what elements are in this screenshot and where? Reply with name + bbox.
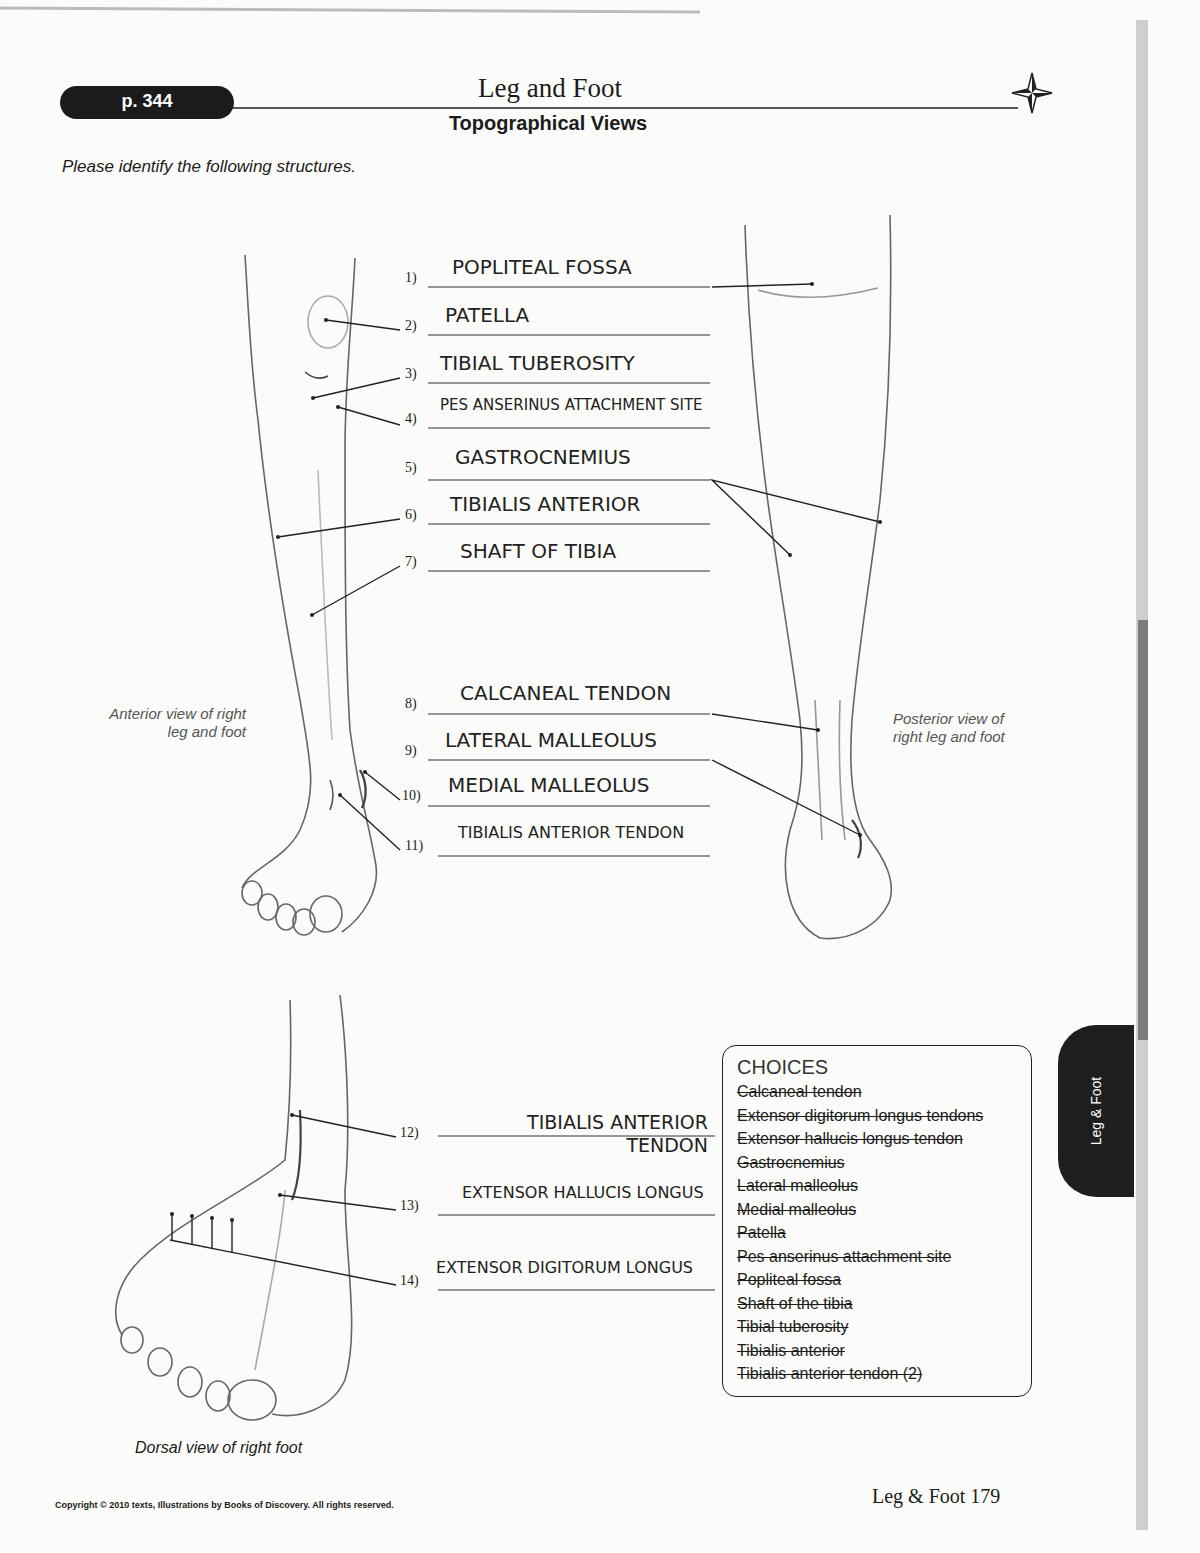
callout-number: 13) <box>400 1198 419 1215</box>
choice-item: Extensor digitorum longus tendons <box>737 1104 1017 1128</box>
answer-text: PATELLA <box>445 303 529 327</box>
answer-text: POPLITEAL FOSSA <box>452 255 632 279</box>
choice-item: Gastrocnemius <box>737 1151 1017 1175</box>
answer-text: TIBIALIS ANTERIOR <box>450 492 640 516</box>
page-number: p. 344 <box>60 91 234 112</box>
compass-symbol <box>1012 73 1052 113</box>
callout-number: 1) <box>405 270 417 287</box>
tab-label: Leg & Foot <box>1088 1077 1104 1146</box>
callout-number: 5) <box>405 460 417 477</box>
callout-number: 2) <box>405 318 417 335</box>
instruction-text: Please identify the following structures… <box>62 157 356 177</box>
choice-item: Extensor hallucis longus tendon <box>737 1127 1017 1151</box>
callout-number: 3) <box>405 366 417 383</box>
answer-text: MEDIAL MALLEOLUS <box>448 773 649 797</box>
choice-item: Tibialis anterior <box>737 1339 1017 1363</box>
anterior-leg-drawing <box>242 255 376 935</box>
choice-item: Pes anserinus attachment site <box>737 1245 1017 1269</box>
callout-number: 8) <box>405 696 417 713</box>
answer-text: TIBIALIS ANTERIOR TENDON <box>468 1111 708 1157</box>
answer-text: EXTENSOR HALLUCIS LONGUS <box>462 1183 704 1202</box>
page-title: Leg and Foot <box>300 72 800 104</box>
dorsal-foot-drawing <box>116 995 352 1420</box>
view-caption: Anterior view of right leg and foot <box>100 705 246 741</box>
choice-item: Patella <box>737 1221 1017 1245</box>
view-caption: Dorsal view of right foot <box>135 1438 302 1457</box>
answer-text: LATERAL MALLEOLUS <box>445 728 657 752</box>
section-tab: Leg & Foot <box>1058 1025 1134 1197</box>
callout-number: 9) <box>405 743 417 760</box>
callout-number: 10) <box>402 788 421 805</box>
answer-text: GASTROCNEMIUS <box>455 445 631 469</box>
callout-number: 14) <box>400 1273 419 1290</box>
callout-number: 12) <box>400 1125 419 1142</box>
copyright-note: Copyright © 2010 texts, Illustrations by… <box>55 1500 394 1511</box>
choices-heading: CHOICES <box>737 1054 1017 1080</box>
answer-text: TIBIAL TUBEROSITY <box>440 351 635 375</box>
choice-item: Tibialis anterior tendon (2) <box>737 1362 1017 1386</box>
answer-text: SHAFT OF TIBIA <box>460 539 616 563</box>
callout-number: 11) <box>405 838 423 855</box>
scan-edge <box>0 8 700 12</box>
answer-text: PES ANSERINUS ATTACHMENT SITE <box>440 396 703 414</box>
page-pill: p. 344 <box>60 86 234 119</box>
callout-number: 7) <box>405 554 417 571</box>
answer-text: TIBIALIS ANTERIOR TENDON <box>458 823 684 842</box>
page-subtitle: Topographical Views <box>348 111 748 135</box>
answer-line <box>428 287 715 1290</box>
choice-item: Medial malleolus <box>737 1198 1017 1222</box>
view-caption: Posterior view of right leg and foot <box>893 710 1035 746</box>
callout-number: 6) <box>405 507 417 524</box>
choices-box: CHOICESCalcaneal tendonExtensor digitoru… <box>722 1045 1032 1397</box>
answer-text: CALCANEAL TENDON <box>460 681 671 705</box>
scan-edge <box>1138 620 1148 1040</box>
choice-item: Calcaneal tendon <box>737 1080 1017 1104</box>
scan-edge <box>1136 20 1148 1530</box>
answer-text: EXTENSOR DIGITORUM LONGUS <box>436 1258 693 1277</box>
choice-item: Shaft of the tibia <box>737 1292 1017 1316</box>
choice-item: Popliteal fossa <box>737 1268 1017 1292</box>
choice-item: Tibial tuberosity <box>737 1315 1017 1339</box>
page-footer: Leg & Foot 179 <box>872 1484 1000 1508</box>
choice-item: Lateral malleolus <box>737 1174 1017 1198</box>
posterior-leg-drawing <box>745 215 891 939</box>
header-rule <box>215 107 1018 109</box>
callout-number: 4) <box>405 411 417 428</box>
